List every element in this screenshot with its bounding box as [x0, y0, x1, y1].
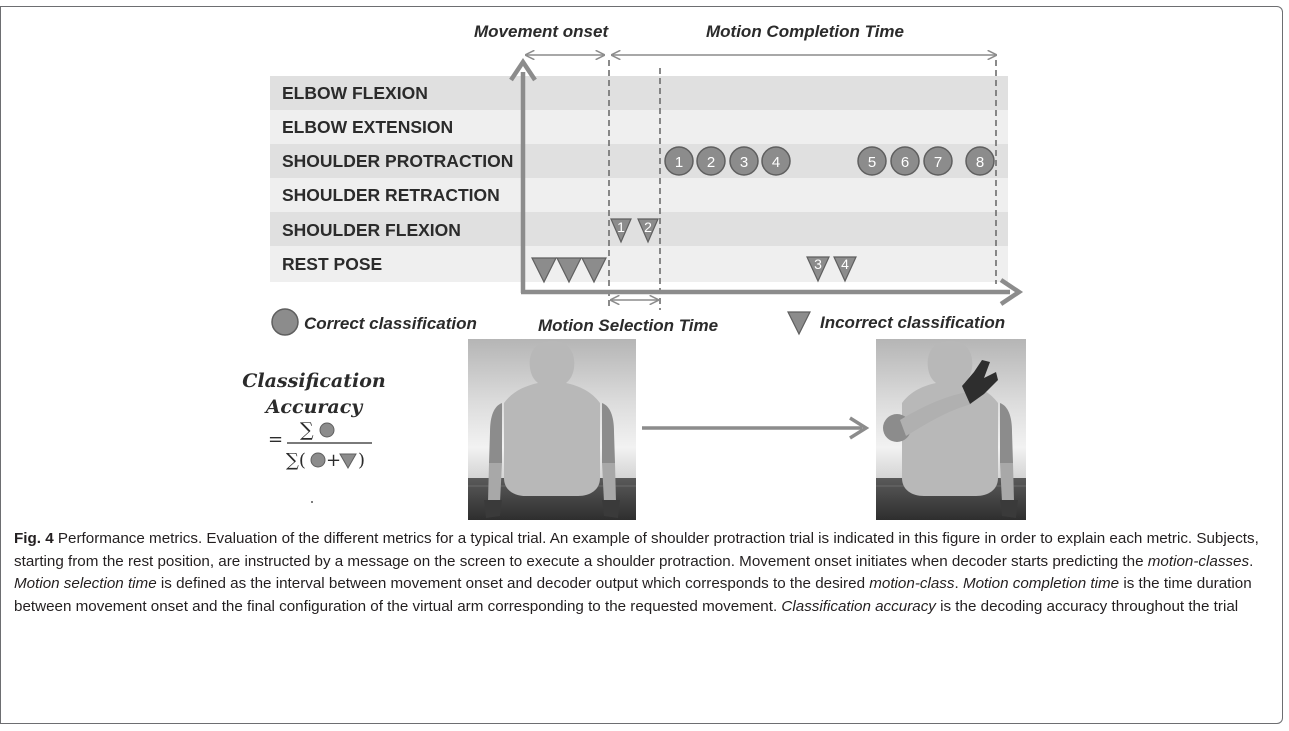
correct-marker-label: 8	[976, 154, 984, 171]
band-elbow-extension	[270, 110, 1008, 144]
class-label-rest-pose: REST POSE	[282, 254, 382, 274]
formula-denominator-triangle-icon	[339, 453, 357, 470]
avatar-left-forearm	[488, 463, 502, 502]
correct-marker: 1	[664, 146, 694, 176]
caption-text: .	[954, 575, 963, 592]
avatar-right-hand	[602, 500, 620, 518]
avatar-right-forearm	[1000, 463, 1014, 502]
incorrect-marker	[581, 257, 607, 284]
incorrect-marker-label: 2	[644, 219, 652, 235]
caption-fig-label: Fig. 4	[14, 530, 54, 547]
incorrect-marker	[556, 257, 582, 284]
caption-text: is the time duration between movement on…	[14, 575, 1252, 615]
left-rule	[0, 6, 1, 724]
caption-text: is defined as the interval between movem…	[156, 575, 870, 592]
formula-line1: Classification	[242, 370, 385, 392]
caption-italic: Classification accuracy	[781, 597, 936, 615]
formula-denominator-close: )	[358, 450, 365, 471]
avatar-right-forearm	[602, 463, 616, 502]
class-label-elbow-flexion: ELBOW FLEXION	[282, 83, 428, 103]
band-elbow-flexion	[270, 76, 1008, 110]
incorrect-marker	[531, 257, 557, 284]
figure-frame	[0, 6, 1283, 724]
incorrect-marker-label: 4	[841, 256, 849, 272]
correct-legend-icon	[271, 308, 299, 336]
incorrect-legend-label: Incorrect classification	[820, 313, 1005, 332]
correct-legend-label: Correct classification	[304, 314, 477, 333]
correct-marker-label: 6	[901, 154, 909, 171]
correct-marker: 6	[890, 146, 920, 176]
avatar-left-forearm-raised	[900, 392, 972, 436]
formula-denominator-circle-icon	[310, 452, 326, 468]
correct-marker-label: 4	[772, 154, 780, 171]
formula-circle-icon	[319, 422, 335, 438]
class-label-elbow-extension: ELBOW EXTENSION	[282, 117, 453, 137]
avatar-protraction-image	[876, 339, 1026, 520]
class-label-shoulder-flexion: SHOULDER FLEXION	[282, 220, 461, 240]
incorrect-markers-flexion: 1 2	[610, 218, 659, 244]
correct-marker: 7	[923, 146, 953, 176]
avatar-left-upper-arm	[489, 403, 502, 463]
x-axis-arrowhead	[999, 278, 1024, 306]
incorrect-marker: 1	[610, 218, 632, 244]
correct-marker: 3	[729, 146, 759, 176]
avatar-body	[902, 341, 998, 496]
motion-selection-time-label: Motion Selection Time	[538, 316, 718, 335]
band-shoulder-retraction	[270, 178, 1008, 212]
class-label-shoulder-protraction: SHOULDER PROTRACTION	[282, 151, 513, 171]
transition-arrowhead	[849, 416, 870, 440]
figure-caption: Fig. 4 Performance metrics. Evaluation o…	[14, 528, 1272, 618]
incorrect-marker: 4	[833, 256, 857, 283]
class-bands	[270, 76, 1008, 282]
caption-italic: Motion selection time	[14, 575, 157, 592]
formula-denominator-plus: +	[326, 450, 341, 471]
incorrect-markers-rest: 3 4	[531, 256, 857, 284]
band-rest-pose	[270, 246, 1008, 282]
movement-onset-label: Movement onset	[474, 22, 609, 41]
motion-completion-time-label: Motion Completion Time	[706, 22, 904, 41]
caption-italic: motion-class	[869, 575, 955, 592]
formula-equals: =	[268, 429, 283, 450]
band-shoulder-flexion	[270, 212, 1008, 246]
caption-italic: motion-classes	[1147, 552, 1250, 570]
avatar-left-hand-raised	[962, 360, 998, 404]
incorrect-marker-label: 3	[814, 256, 822, 272]
correct-marker: 8	[965, 146, 995, 176]
incorrect-marker-label: 1	[617, 219, 625, 235]
caption-text: is the decoding accuracy throughout the …	[935, 597, 1239, 615]
caption-text: Performance metrics. Evaluation of the d…	[14, 530, 1259, 570]
caption-italic: Motion completion time	[962, 575, 1120, 592]
avatar-left-hand	[484, 500, 502, 518]
avatar-body	[504, 341, 600, 496]
stray-dot	[311, 501, 313, 503]
correct-marker-label: 3	[740, 154, 748, 171]
formula-denominator-open: ∑(	[286, 450, 306, 471]
correct-marker-label: 2	[707, 154, 715, 171]
correct-marker: 5	[857, 146, 887, 176]
incorrect-marker: 2	[637, 218, 659, 244]
formula-numerator-sum: ∑	[300, 419, 314, 441]
correct-marker-label: 1	[675, 154, 683, 171]
avatar-right-upper-arm	[1000, 403, 1013, 463]
correct-marker-label: 7	[934, 154, 942, 171]
incorrect-marker: 3	[806, 256, 830, 283]
class-label-shoulder-retraction: SHOULDER RETRACTION	[282, 185, 500, 205]
accuracy-formula: Classification Accuracy = ∑ ∑( + )	[242, 370, 386, 503]
avatar-right-upper-arm	[602, 403, 615, 463]
correct-marker: 4	[761, 146, 791, 176]
formula-line2: Accuracy	[264, 396, 365, 418]
avatar-right-hand	[1000, 500, 1018, 518]
correct-marker: 2	[696, 146, 726, 176]
correct-marker-label: 5	[868, 154, 876, 171]
caption-text: .	[1249, 552, 1254, 570]
incorrect-legend-icon	[787, 311, 811, 336]
y-axis-arrowhead	[509, 57, 537, 82]
axes	[509, 57, 1024, 306]
avatar-rest-image	[468, 339, 636, 520]
